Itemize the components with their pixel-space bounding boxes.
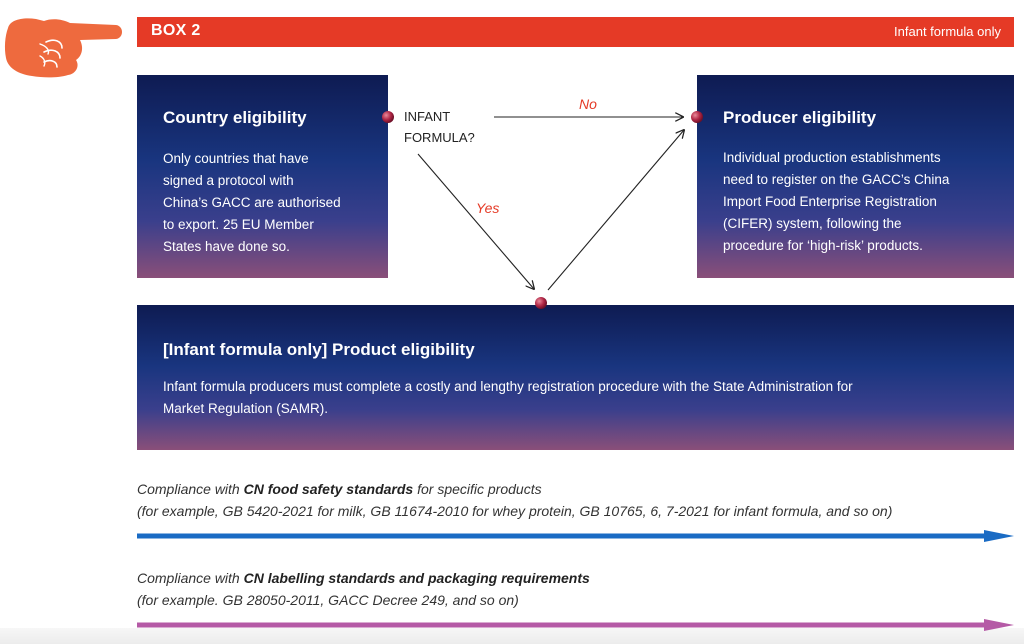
text-line: Infant formula producers must complete a… bbox=[163, 379, 853, 394]
compliance-emphasis: CN food safety standards bbox=[243, 481, 414, 497]
page-footer-shade bbox=[0, 628, 1024, 644]
compliance-prefix: Compliance with bbox=[137, 481, 244, 497]
country-eligibility-text: Only countries that have signed a protoc… bbox=[163, 148, 378, 258]
compliance-prefix: Compliance with bbox=[137, 570, 244, 586]
labelling-arrow-head bbox=[984, 619, 1014, 631]
compliance-suffix: for specific products bbox=[413, 481, 542, 497]
food-standards-arrow-head bbox=[984, 530, 1014, 542]
text-line: Import Food Enterprise Registration bbox=[723, 194, 937, 209]
text-line: procedure for ‘high-risk’ products. bbox=[723, 238, 923, 253]
pointing-hand-icon bbox=[4, 18, 123, 78]
box-tag: Infant formula only bbox=[894, 24, 1001, 39]
producer-eligibility-box: Producer eligibility Individual producti… bbox=[697, 75, 1014, 278]
food-safety-compliance: Compliance with CN food safety standards… bbox=[137, 478, 892, 522]
country-eligibility-box: Country eligibility Only countries that … bbox=[137, 75, 388, 278]
compliance-example: (for example, GB 5420-2021 for milk, GB … bbox=[137, 503, 893, 519]
text-line: signed a protocol with bbox=[163, 173, 294, 188]
country-eligibility-title: Country eligibility bbox=[163, 108, 307, 127]
producer-connector-dot bbox=[691, 111, 703, 123]
product-connector-dot bbox=[535, 297, 547, 309]
text-line: States have done so. bbox=[163, 239, 290, 254]
box-title: BOX 2 bbox=[151, 22, 201, 39]
text-line: to export. 25 EU Member bbox=[163, 217, 314, 232]
compliance-example: (for example. GB 28050-2011, GACC Decree… bbox=[137, 592, 519, 608]
text-line: Only countries that have bbox=[163, 151, 309, 166]
product-eligibility-title: [Infant formula only] Product eligibilit… bbox=[163, 340, 475, 359]
product-eligibility-text: Infant formula producers must complete a… bbox=[163, 376, 1008, 420]
producer-eligibility-title: Producer eligibility bbox=[723, 108, 877, 127]
text-line: China’s GACC are authorised bbox=[163, 195, 341, 210]
compliance-emphasis: CN labelling standards and packaging req… bbox=[243, 570, 590, 586]
yes-label: Yes bbox=[476, 200, 500, 216]
text-line: Market Regulation (SAMR). bbox=[163, 401, 329, 416]
yes-arrow bbox=[417, 153, 534, 289]
box-header-bar: BOX 2 Infant formula only bbox=[137, 17, 1014, 47]
country-connector-dot bbox=[382, 111, 394, 123]
labelling-compliance: Compliance with CN labelling standards a… bbox=[137, 567, 590, 611]
infant-formula-question: INFANT FORMULA? bbox=[404, 106, 504, 148]
product-to-producer-arrow bbox=[547, 130, 684, 291]
question-line: INFANT bbox=[404, 109, 451, 124]
producer-eligibility-text: Individual production establishments nee… bbox=[723, 147, 1008, 257]
no-label: No bbox=[579, 96, 597, 112]
product-eligibility-box: [Infant formula only] Product eligibilit… bbox=[137, 305, 1014, 450]
question-line: FORMULA? bbox=[404, 130, 475, 145]
text-line: need to register on the GACC’s China bbox=[723, 172, 950, 187]
text-line: Individual production establishments bbox=[723, 150, 941, 165]
text-line: (CIFER) system, following the bbox=[723, 216, 902, 231]
